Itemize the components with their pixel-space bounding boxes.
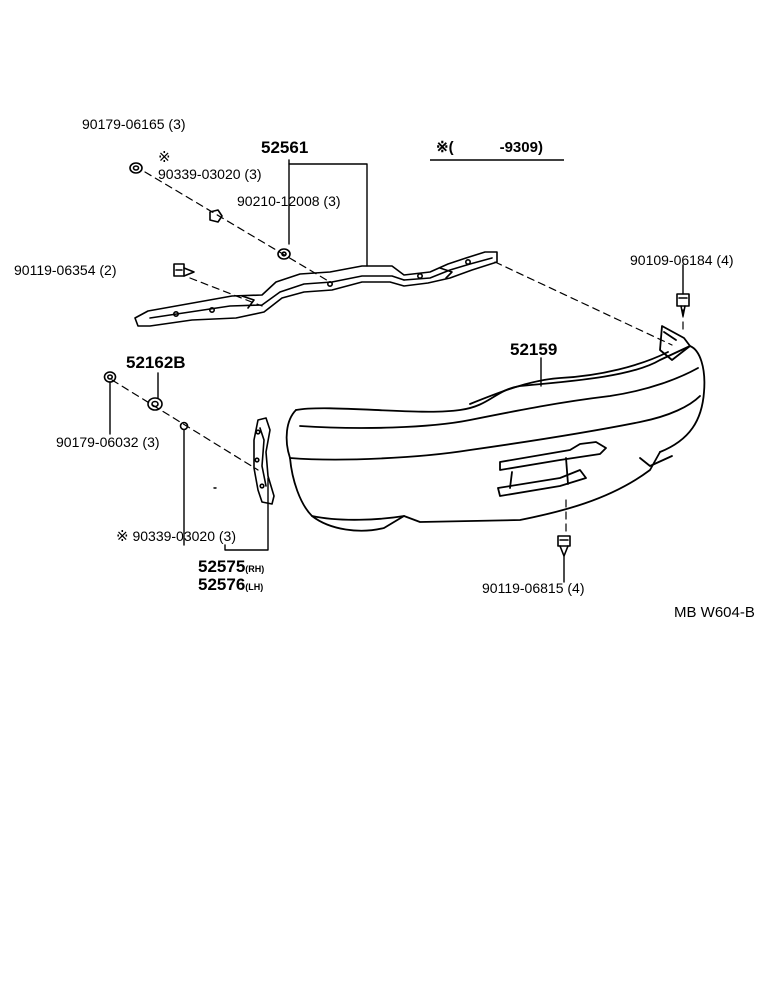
clip-90179-06032-drawing <box>103 371 117 383</box>
label-52575: 52575(RH) <box>198 557 264 577</box>
reinforcement-bar-52561 <box>134 251 498 327</box>
quantity: (4) <box>567 580 585 596</box>
note-mark: ※( <box>436 139 454 156</box>
part-number: 90119-06354 <box>14 262 96 278</box>
label-90109-06184: 90109-06184 (4) <box>630 252 734 268</box>
part-number: 52576 <box>198 575 246 594</box>
applicability-note: ※( -9309) <box>436 140 543 156</box>
label-90179-06032: 90179-06032 (3) <box>56 434 160 450</box>
label-90339-03020-upper: 90339-03020 (3) <box>158 166 262 182</box>
label-52561: 52561 <box>261 138 309 157</box>
clip-90339-03020-lower-drawing <box>179 421 189 431</box>
quantity: (3) <box>218 528 237 544</box>
solid-leader-lines <box>109 159 684 583</box>
part-number: 90119-06815 <box>482 580 564 596</box>
quantity: (4) <box>716 252 734 268</box>
part-number: 90179-06165 <box>82 116 165 132</box>
clip-90210-12008-drawing <box>277 248 291 260</box>
part-number: 90210-12008 <box>237 193 320 209</box>
part-number: 90339-03020 <box>132 528 215 544</box>
part-number: 90179-06032 <box>56 434 139 450</box>
side: (RH) <box>245 564 265 574</box>
clip-90339-03020-upper-drawing <box>209 209 223 223</box>
quantity: (3) <box>142 434 160 450</box>
label-90119-06815: 90119-06815 (4) <box>482 580 585 596</box>
note-mark-upper: ※ <box>158 149 171 166</box>
note-underline <box>430 159 564 161</box>
part-number: 90339-03020 <box>158 166 241 182</box>
clip-90179-06165-drawing <box>129 162 143 174</box>
label-90339-03020-lower: ※ 90339-03020 (3) <box>116 528 236 545</box>
side: (LH) <box>245 582 264 592</box>
bumper-cover-52159-drawing <box>285 325 706 532</box>
quantity: (2) <box>99 262 117 278</box>
note-range: -9309) <box>499 139 543 156</box>
label-90179-06165: 90179-06165 (3) <box>82 116 186 132</box>
quantity: (3) <box>244 166 262 182</box>
label-52159: 52159 <box>510 340 558 359</box>
bolt-90119-06354-drawing <box>173 263 195 277</box>
part-number: 90109-06184 <box>630 252 713 268</box>
label-90119-06354: 90119-06354 (2) <box>14 262 117 278</box>
side-retainer-52575-drawing <box>253 417 275 505</box>
note-mark-lower: ※ <box>116 528 129 545</box>
bolt-90109-06184-drawing <box>676 293 690 317</box>
part-number: 52575 <box>198 557 246 576</box>
screw-90119-06815-drawing <box>557 535 571 557</box>
label-90210-12008: 90210-12008 (3) <box>237 193 341 209</box>
quantity: (3) <box>168 116 186 132</box>
retainer-52162B-drawing <box>147 397 163 411</box>
dashed-leader-lines <box>111 171 684 536</box>
label-52162B: 52162B <box>126 353 186 372</box>
drawing-code: MB W604-B <box>674 604 755 621</box>
quantity: (3) <box>323 193 341 209</box>
label-52576: 52576(LH) <box>198 575 263 595</box>
